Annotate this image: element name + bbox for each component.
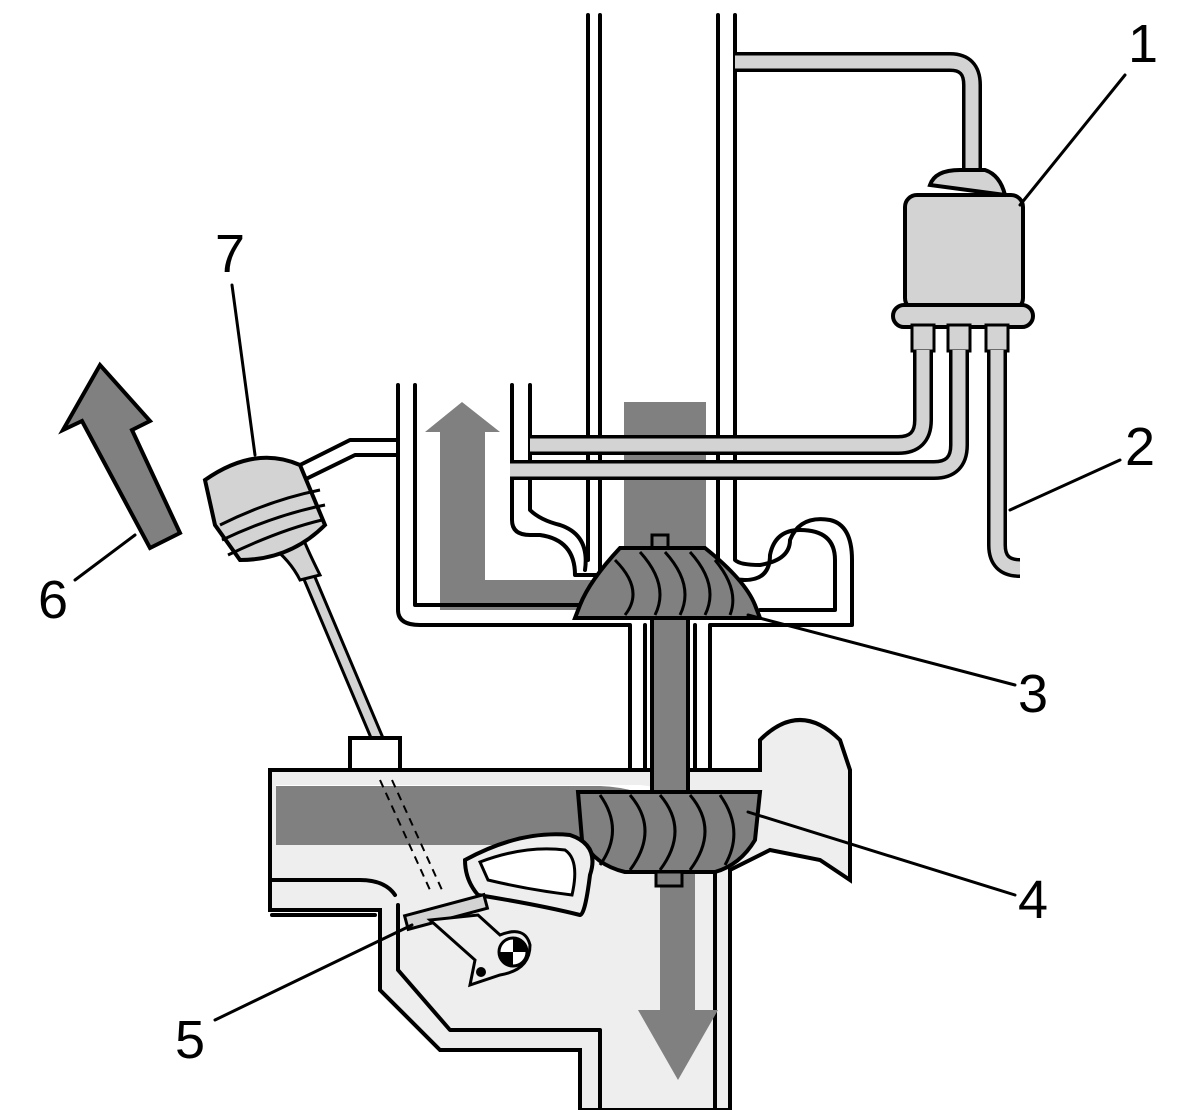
callout-4: 4 [1018,870,1048,930]
leader-lines [73,73,1127,1022]
callout-6: 6 [38,570,68,630]
charge-air-flow-arrow [425,402,640,610]
wastegate-actuator [202,438,402,772]
compressor-housing [396,13,854,772]
callout-3: 3 [1018,664,1048,724]
callout-2: 2 [1125,417,1155,477]
compressor-wheel [572,533,763,620]
wastegate-assembly [379,779,595,988]
wastegate-lever [426,913,532,988]
exhaust-out-arrow [58,361,183,551]
callout-1: 1 [1128,14,1158,74]
boost-control-valve [510,52,1035,578]
callout-7: 7 [215,224,245,284]
turbo-shaft [650,608,690,797]
callout-5: 5 [175,1010,205,1070]
turbine-housing [268,718,852,1110]
